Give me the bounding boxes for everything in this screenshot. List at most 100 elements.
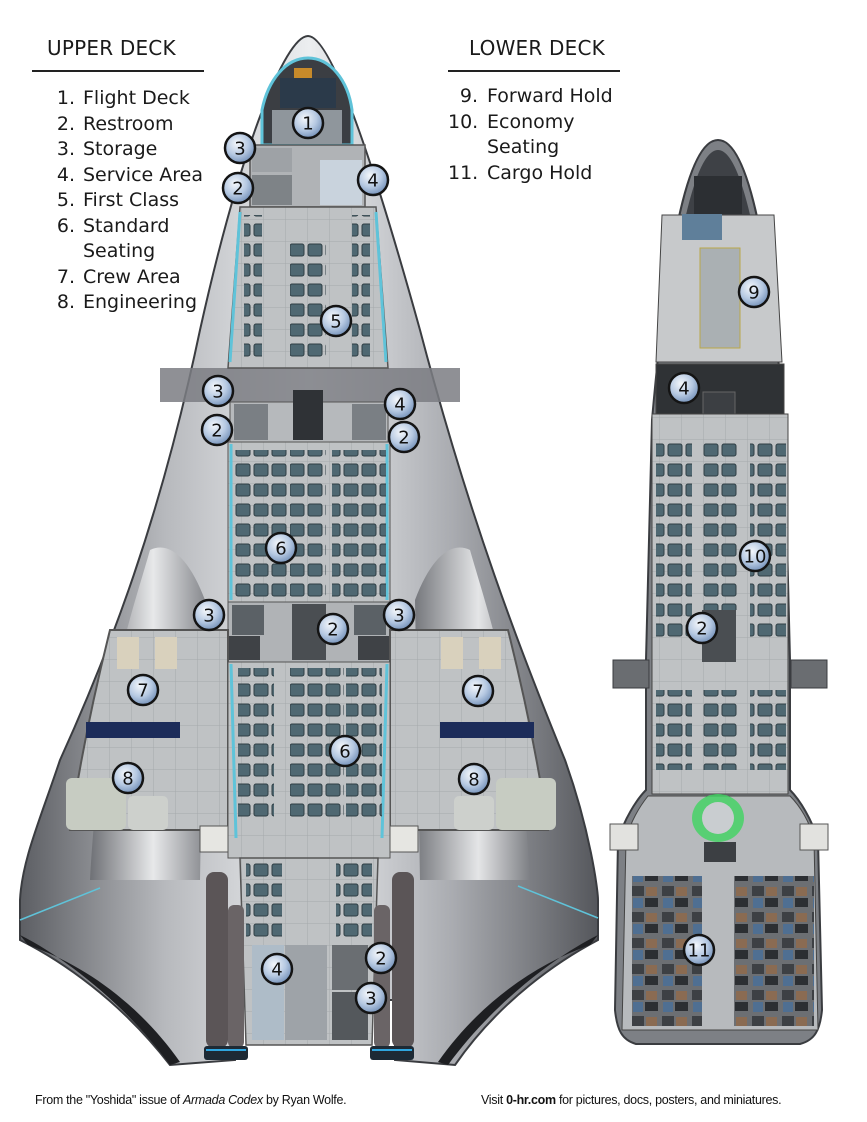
marker-label: 1 xyxy=(302,114,313,135)
storage-left xyxy=(232,605,264,635)
rear-ramp xyxy=(285,945,327,1040)
marker-circle xyxy=(201,374,235,408)
cargo-door-left xyxy=(609,823,639,851)
bunk xyxy=(155,637,177,669)
bunk xyxy=(441,637,463,669)
upper-deck-ship xyxy=(19,34,599,1067)
marker-label: 11 xyxy=(688,941,711,962)
first-class-seats-right xyxy=(352,215,370,363)
seats-fore-left xyxy=(234,450,288,598)
legend-item: 3.Storage xyxy=(56,138,158,160)
engine-left-inner xyxy=(228,905,244,1048)
upper-marker-2: 2 xyxy=(387,420,421,454)
lower-deck-ship xyxy=(609,138,829,1045)
cargo-console xyxy=(704,842,736,862)
legend-item: 1.Flight Deck xyxy=(56,87,190,109)
marker-circle xyxy=(260,952,294,986)
lower-deck-legend: LOWER DECK 9.Forward Hold 10.Economy Sea… xyxy=(448,36,620,186)
cabin-accent-right-3 xyxy=(380,663,389,839)
lower-deck-divider xyxy=(448,70,620,72)
marker-label: 7 xyxy=(137,681,148,702)
seats-tail-right xyxy=(336,862,372,942)
marker-label: 2 xyxy=(327,620,338,641)
right-wing-accent xyxy=(517,885,599,919)
engineering-console-right xyxy=(440,722,534,738)
reactor-core-left xyxy=(128,796,168,830)
upper-marker-4: 4 xyxy=(383,387,417,421)
airlock-left xyxy=(199,825,229,853)
marker-label: 4 xyxy=(678,379,689,400)
upper-marker-6: 6 xyxy=(328,734,362,768)
cabin-accent-left xyxy=(228,211,242,363)
left-wing-accent xyxy=(19,887,101,921)
cockpit-display xyxy=(294,68,312,78)
marker-label: 10 xyxy=(744,547,767,568)
marker-label: 2 xyxy=(211,421,222,442)
marker-circle xyxy=(738,539,772,573)
upper-marker-2: 2 xyxy=(316,612,350,646)
marker-label: 4 xyxy=(394,395,405,416)
upper-marker-2: 2 xyxy=(364,941,398,975)
legend-item: 5.First Class xyxy=(56,189,180,211)
thruster-left xyxy=(204,1046,248,1060)
marker-label: 3 xyxy=(393,606,404,627)
upper-marker-4: 4 xyxy=(356,163,390,197)
upper-marker-4: 4 xyxy=(260,952,294,986)
lower-deck-title: LOWER DECK xyxy=(469,36,605,60)
marker-circle xyxy=(364,941,398,975)
marker-circle xyxy=(383,387,417,421)
marker-label: 2 xyxy=(696,619,707,640)
forward-hold-crates xyxy=(682,214,722,240)
economy-seats-aft-right xyxy=(750,690,786,770)
legend-item: 6.Standard Seating xyxy=(56,214,170,263)
marker-label: 8 xyxy=(468,770,479,791)
cabin-accent-right xyxy=(374,211,388,363)
engineering-console-left xyxy=(86,722,180,738)
marker-label: 7 xyxy=(472,682,483,703)
website-link[interactable]: 0-hr.com xyxy=(506,1093,556,1107)
marker-circle xyxy=(328,734,362,768)
cargo-door-right xyxy=(799,823,829,851)
marker-label: 6 xyxy=(275,539,286,560)
lower-airlock-left xyxy=(612,659,650,689)
lower-marker-10: 10 xyxy=(738,539,772,573)
legend-item: 8.Engineering xyxy=(56,291,197,313)
publication-title: Armada Codex xyxy=(183,1093,263,1107)
upper-marker-2: 2 xyxy=(200,413,234,447)
legend-item: 11.Cargo Hold xyxy=(448,161,593,184)
cockpit-console xyxy=(280,78,336,108)
cargo-stack-right xyxy=(734,876,814,1026)
upper-marker-2: 2 xyxy=(221,171,255,205)
seats-fore-center xyxy=(290,450,326,598)
lower-marker-11: 11 xyxy=(682,933,716,967)
lift-platform xyxy=(702,802,734,834)
marker-label: 5 xyxy=(330,312,341,333)
marker-label: 3 xyxy=(365,989,376,1010)
first-class-seats-center xyxy=(290,240,326,360)
marker-circle xyxy=(316,612,350,646)
upper-deck-divider xyxy=(32,70,204,72)
economy-seats-aft-center xyxy=(702,690,738,770)
marker-circle xyxy=(682,933,716,967)
legend-item: 9.Forward Hold xyxy=(459,85,613,107)
storage-right xyxy=(354,605,386,635)
upper-marker-1: 1 xyxy=(291,106,325,140)
marker-label: 4 xyxy=(271,960,282,981)
credit-footer: From the "Yoshida" issue of Armada Codex… xyxy=(35,1093,347,1107)
legend-item: 2.Restroom xyxy=(56,112,174,135)
right-wing-edge xyxy=(438,935,598,1065)
lower-airlock-right xyxy=(790,659,828,689)
marker-circle xyxy=(461,674,495,708)
left-wing-edge xyxy=(20,935,180,1065)
marker-circle xyxy=(192,598,226,632)
airlock-right xyxy=(389,825,419,853)
marker-circle xyxy=(291,106,325,140)
upper-deck-legend-list: 1.Flight Deck 2.Restroom 3.Storage 4.Ser… xyxy=(48,86,204,316)
marker-circle xyxy=(457,762,491,796)
marker-circle xyxy=(737,275,771,309)
upper-marker-7: 7 xyxy=(126,673,160,707)
cabin-accent-left-3 xyxy=(229,663,238,839)
economy-seats-aft-left xyxy=(656,690,692,770)
marker-circle xyxy=(223,131,257,165)
